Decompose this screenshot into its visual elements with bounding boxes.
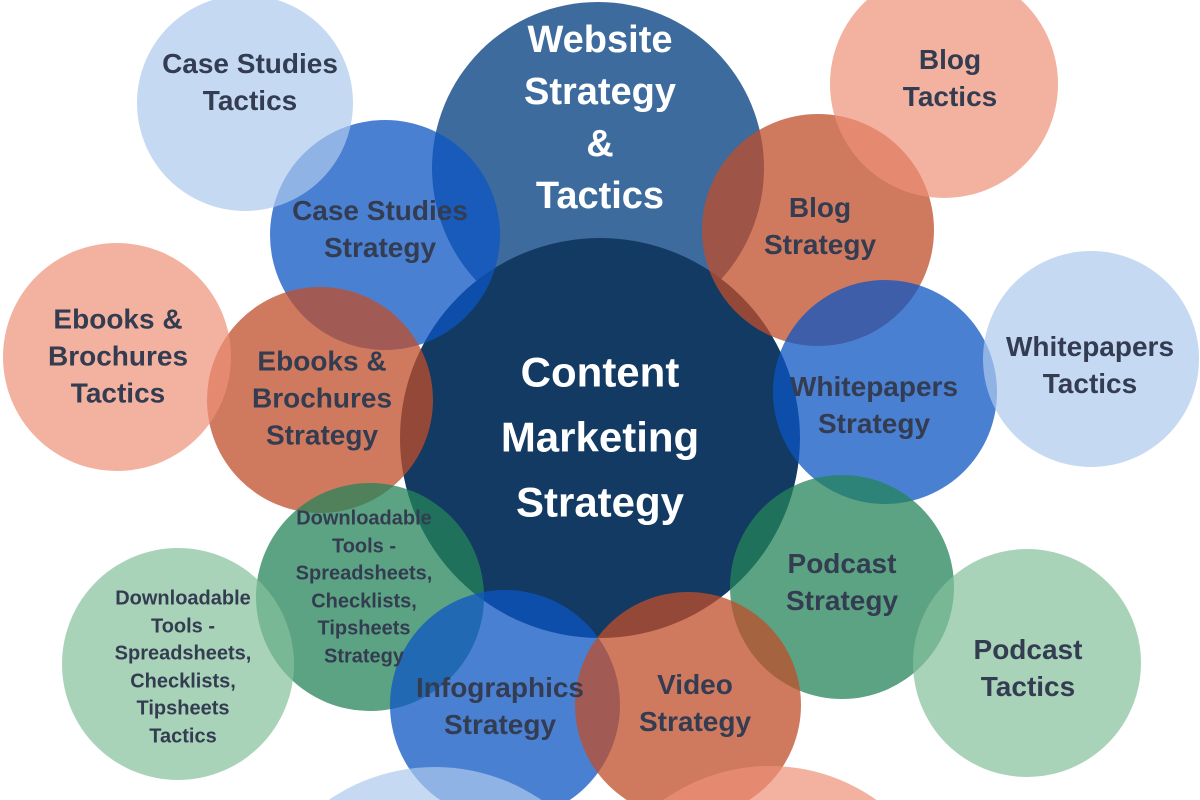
circle-podcast-tactics [913, 549, 1141, 777]
circle-case-studies-tactics [137, 0, 353, 211]
label-case-studies-strategy: Case Studies Strategy [292, 195, 468, 263]
circle-ebooks-brochures-tactics [3, 243, 231, 471]
circle-whitepapers-strategy [773, 280, 997, 504]
circle-blog-tactics [830, 0, 1058, 198]
label-downloadable-tools-strategy: Downloadable Tools - Spreadsheets, Check… [295, 507, 433, 668]
label-downloadable-tools-tactics: Downloadable Tools - Spreadsheets, Check… [114, 587, 252, 748]
label-video-strategy: Video Strategy [638, 669, 752, 737]
label-content-marketing-strategy: Content Marketing Strategy [500, 348, 700, 526]
label-blog-tactics: Blog Tactics [902, 44, 998, 112]
label-website-strategy-tactics: Website Strategy & Tactics [523, 19, 677, 217]
label-podcast-tactics: Podcast Tactics [973, 634, 1083, 702]
circle-downloadable-tools-tactics [62, 548, 294, 780]
circle-ebooks-brochures-strategy [207, 287, 433, 513]
label-ebooks-brochures-strategy: Ebooks & Brochures Strategy [251, 345, 393, 451]
label-infographics-strategy: Infographics Strategy [415, 672, 585, 740]
label-blog-strategy: Blog Strategy [763, 192, 877, 260]
circle-video-strategy [575, 592, 801, 800]
label-whitepapers-tactics: Whitepapers Tactics [1005, 331, 1175, 399]
label-whitepapers-strategy: Whitepapers Strategy [789, 371, 959, 439]
label-ebooks-brochures-tactics: Ebooks & Brochures Tactics [47, 303, 189, 409]
circle-whitepapers-tactics [983, 251, 1199, 467]
label-case-studies-tactics: Case Studies Tactics [162, 48, 338, 116]
label-podcast-strategy: Podcast Strategy [785, 548, 899, 616]
